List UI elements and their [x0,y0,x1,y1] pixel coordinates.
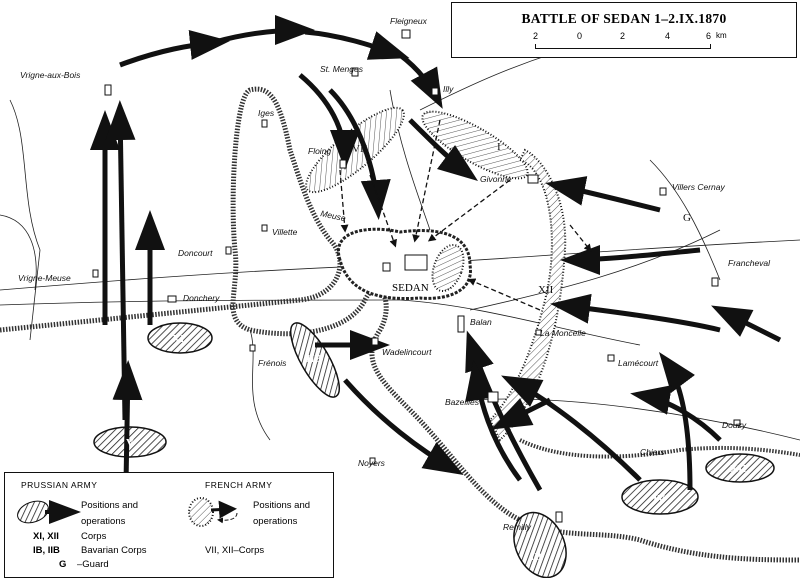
label-frenois: Frénois [258,358,287,368]
unit-iib: IIB [306,353,323,365]
label-floing: Floing [308,146,331,156]
meuse-river [0,86,800,563]
label-chiers: Chiers [640,447,665,457]
scale-tick: 4 [665,31,671,41]
label-vrigne-aux-bois: Vrigne-aux-Bois [20,70,81,80]
legend-text: operations [81,516,126,527]
label-givonne: Givonne [480,174,512,184]
title-box: BATTLE OF SEDAN 1–2.IX.1870 2 0 2 4 6 km [451,2,797,58]
label-noyers: Noyers [358,458,386,468]
label-donchery: Donchery [183,293,220,303]
legend-text: Bavarian Corps [81,545,147,556]
label-balan: Balan [470,317,492,327]
unit-labels: XI IIB V IV XII IB G VII I XII [126,141,747,563]
scale-tick: 2 [620,31,626,41]
legend-key: IB, IIB [33,545,60,556]
legend-key: G [59,559,67,570]
label-wadelincourt: Wadelincourt [382,347,432,357]
village-markers [92,29,741,523]
label-remilly: Remilly [503,522,532,532]
label-iges: Iges [258,108,275,118]
label-villers-cernay: Villers Cernay [672,182,726,192]
place-labels: Fleigneux Vrigne-aux-Bois St. Menges Ill… [18,16,771,532]
label-lamecourt: Lamécourt [618,358,659,368]
unit-g: G [683,212,691,224]
scale-tick: 6 [706,31,712,41]
french-symbol-icon [188,497,238,527]
label-fleigneux: Fleigneux [390,16,428,26]
legend-text: Positions and [81,500,139,511]
unit-xii-french: XII [538,284,554,296]
unit-i: I [497,141,501,153]
label-francheval: Francheval [728,258,771,268]
legend-prussian-title: PRUSSIAN ARMY [21,480,98,490]
label-douzy: Douzy [722,420,747,430]
label-sedan: SEDAN [392,282,429,294]
prussian-arrows [90,15,782,541]
french-movements [339,119,592,311]
unit-ib: IB [530,551,542,563]
legend: PRUSSIAN ARMY Positions and operations X… [4,472,334,578]
label-st-menges: St. Menges [320,64,364,74]
label-bazeilles: Bazeilles [445,397,480,407]
prussian-positions [93,322,775,578]
label-vrigne-meuse: Vrigne-Meuse [18,273,71,283]
unit-v: V [126,437,134,449]
scale-bar [535,44,711,49]
label-villette: Villette [272,227,298,237]
legend-french-title: FRENCH ARMY [205,480,273,490]
unit-iv: IV [653,493,665,505]
label-doncourt: Doncourt [178,248,213,258]
legend-key: XI, XII [33,531,59,542]
chiers-river [519,438,800,459]
label-illy: Illy [443,84,454,94]
legend-text: operations [253,516,298,527]
map-title: BATTLE OF SEDAN 1–2.IX.1870 [521,11,727,26]
label-la-moncelle: La Moncelle [540,328,586,338]
scale-tick: 0 [577,31,583,41]
scale-unit: km [716,31,727,40]
legend-text: Positions and [253,500,311,511]
unit-xii-prussian: XII [730,463,747,475]
unit-xi: XI [172,333,184,345]
prussian-symbol-icon [17,500,81,524]
unit-vii: VII [352,143,368,155]
legend-text: –Guard [77,559,109,570]
legend-text: Corps [81,531,107,542]
scale-tick: 2 [533,31,539,41]
legend-text: VII, XII–Corps [205,545,265,556]
